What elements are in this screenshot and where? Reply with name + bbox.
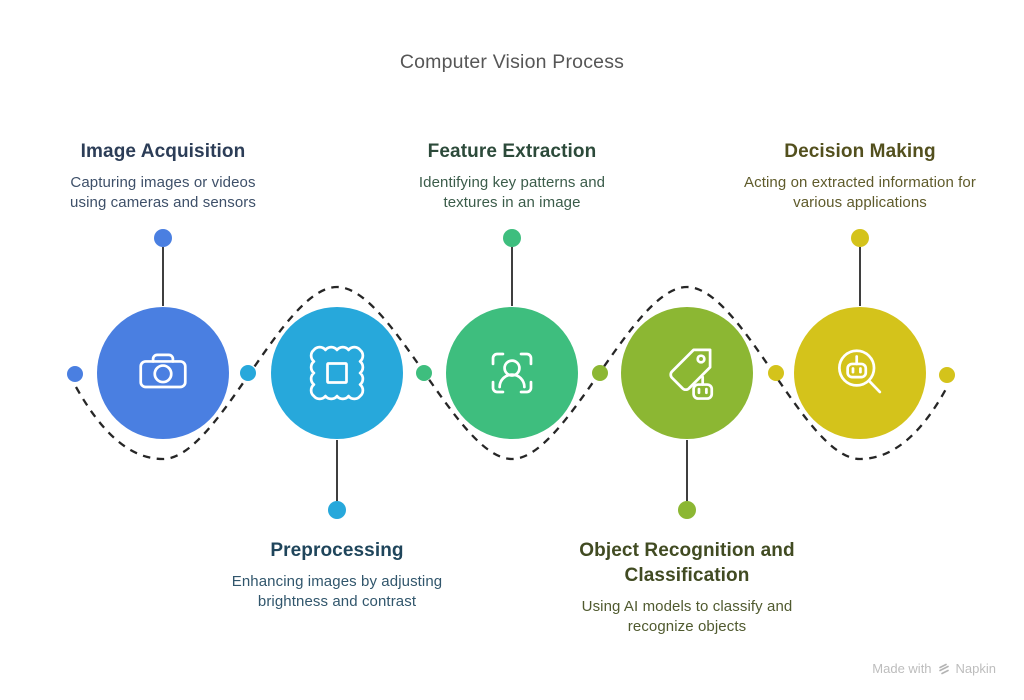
label-dot-step-3: [503, 229, 521, 247]
step-description: Enhancing images by adjusting brightness…: [231, 573, 443, 610]
step-description: Using AI models to classify and recogniz…: [581, 598, 793, 635]
step-circle-preprocessing: [271, 307, 403, 439]
mid-dot-4-5: [768, 365, 784, 381]
step-circle-object-recognition: [621, 307, 753, 439]
label-dot-step-4: [678, 501, 696, 519]
mid-dot-1-2: [240, 365, 256, 381]
diagram-title: Computer Vision Process: [399, 51, 625, 73]
stamp-image-icon: [309, 345, 365, 401]
step-description: Identifying key patterns and textures in…: [418, 174, 606, 211]
mid-dot-2-3: [416, 365, 432, 381]
robot-search-icon: [838, 349, 882, 394]
step-description: Capturing images or videos using cameras…: [70, 174, 256, 211]
step-text-feature-extraction: Feature Extraction Identifying key patte…: [372, 139, 652, 212]
step-title: Image Acquisition: [80, 141, 246, 162]
step-text-preprocessing: Preprocessing Enhancing images by adjust…: [197, 538, 477, 611]
face-scan-icon: [491, 352, 533, 394]
wave-end-dot: [939, 367, 955, 383]
step-title: Preprocessing: [270, 540, 404, 561]
wave-start-dot: [67, 366, 83, 382]
label-dot-step-1: [154, 229, 172, 247]
step-circle-decision-making: [794, 307, 926, 439]
napkin-logo-icon: [938, 663, 949, 674]
napkin-watermark: Made with Napkin: [872, 661, 996, 676]
mid-dot-3-4: [592, 365, 608, 381]
step-circle-image-acquisition: [97, 307, 229, 439]
tag-robot-icon: [669, 348, 714, 400]
step-title: Decision Making: [784, 141, 936, 162]
step-description: Acting on extracted information for vari…: [744, 174, 976, 211]
step-text-decision-making: Decision Making Acting on extracted info…: [715, 139, 1005, 212]
watermark-prefix: Made with: [872, 661, 932, 676]
label-dot-step-2: [328, 501, 346, 519]
step-text-object-recognition: Object Recognition and Classification Us…: [537, 538, 837, 636]
step-title: Object Recognition and Classification: [579, 540, 795, 586]
label-dot-step-5: [851, 229, 869, 247]
step-title: Feature Extraction: [427, 141, 597, 162]
watermark-brand: Napkin: [955, 661, 996, 676]
step-circle-feature-extraction: [446, 307, 578, 439]
step-text-image-acquisition: Image Acquisition Capturing images or vi…: [23, 139, 303, 212]
camera-icon: [139, 353, 187, 389]
